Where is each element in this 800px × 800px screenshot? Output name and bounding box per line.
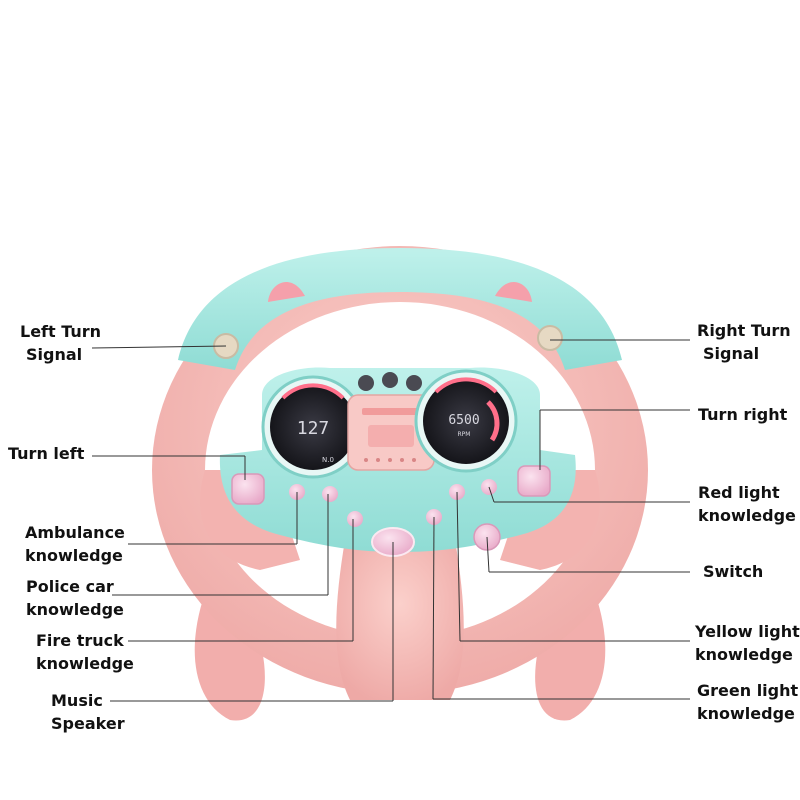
fire-truck-button[interactable] (347, 511, 363, 527)
left-ear-decoration (268, 281, 305, 302)
left-dial-gear: N.0 (322, 456, 334, 464)
turn-right-button[interactable] (517, 465, 551, 497)
wheel-top-arc (178, 248, 622, 370)
police-car-button[interactable] (322, 486, 338, 502)
right-ear-decoration (495, 281, 532, 302)
label-turn-left: Turn left (8, 444, 85, 463)
indicator-lights (358, 372, 422, 391)
right-turn-signal-light (537, 325, 563, 351)
wheel-lower-spoke (336, 540, 464, 700)
label-turn-right: Turn right (698, 405, 788, 424)
left-dial: 127 N.0 (261, 375, 365, 479)
left-dial-value: 127 (297, 418, 330, 439)
right-dial-value: 6500 (448, 413, 479, 428)
leader-lines (91, 339, 690, 702)
right-dial: 6500 RPM (414, 369, 518, 473)
right-dial-unit: RPM (458, 431, 471, 438)
turn-left-button[interactable] (231, 473, 265, 505)
label-switch: Switch (703, 562, 764, 581)
